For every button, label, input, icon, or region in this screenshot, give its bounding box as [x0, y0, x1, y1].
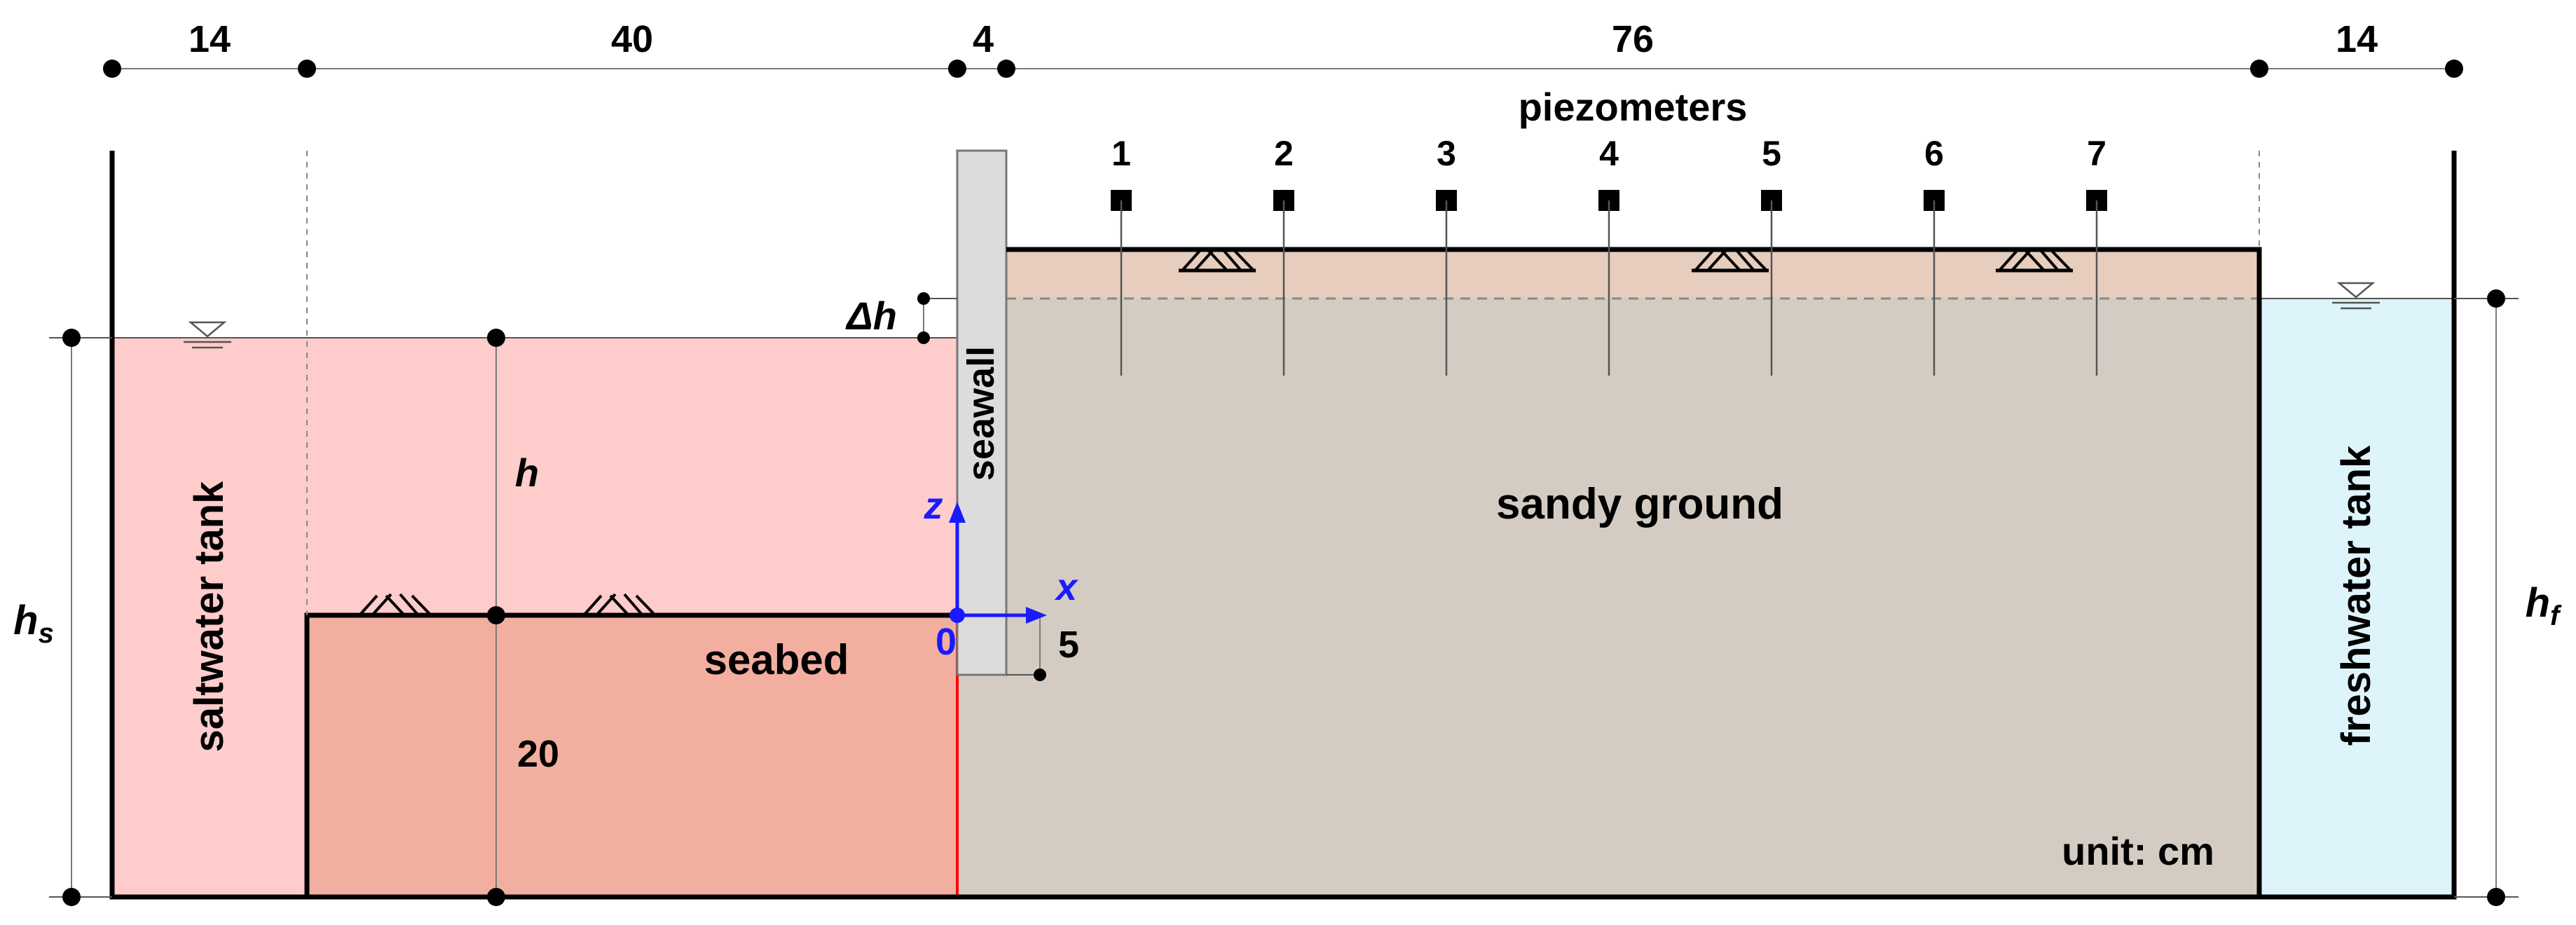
hf-bottom-point — [2487, 888, 2505, 906]
piezometer-3: 3 — [1436, 134, 1457, 376]
water-level-symbol-saltwater — [184, 321, 231, 349]
ground-symbol-sand-2 — [1692, 248, 1769, 273]
x-axis-label: x — [1054, 566, 1078, 608]
piezometer-number: 5 — [1762, 134, 1781, 173]
unit-label: unit: cm — [2062, 829, 2214, 873]
coordinate-axes — [949, 502, 1047, 624]
hs-bottom-point — [62, 888, 81, 906]
ground-symbol-sand-1 — [1179, 248, 1256, 273]
z-axis-label: z — [924, 485, 943, 527]
piezometer-number: 2 — [1274, 134, 1294, 173]
seawall-embedment-label: 5 — [1058, 624, 1079, 666]
tank-outline — [109, 151, 2457, 900]
piezometer-5: 5 — [1761, 134, 1782, 376]
seabed-label: seabed — [704, 636, 849, 683]
piezometer-number: 7 — [2087, 134, 2106, 173]
piezometer-group: 1 2 3 4 5 6 7 — [1111, 134, 2107, 376]
embedment-bottom-point — [1034, 669, 1046, 681]
piezometer-number: 6 — [1924, 134, 1944, 173]
seabed-region — [307, 615, 957, 897]
h-top-point — [487, 329, 505, 347]
piezometer-6: 6 — [1924, 134, 1945, 376]
piezometer-7: 7 — [2086, 134, 2107, 376]
sandy-ground-label: sandy ground — [1496, 480, 1783, 528]
ground-symbol-seabed-2 — [580, 593, 657, 617]
piezometer-4: 4 — [1598, 134, 1619, 376]
hf-label: hf — [2526, 580, 2562, 631]
freshwater-tank-region — [2259, 299, 2454, 897]
dim-saltwater-tank-width: 14 — [189, 18, 231, 60]
ground-symbol-seabed-1 — [356, 593, 433, 617]
piezometer-number: 3 — [1437, 134, 1456, 173]
delta-h-bottom-point — [917, 331, 930, 344]
water-level-symbol-freshwater — [2332, 282, 2380, 310]
seawall-label: seawall — [960, 346, 1002, 481]
origin-label: 0 — [936, 621, 957, 663]
hf-label-subscript: f — [2550, 601, 2562, 631]
piezometer-number: 4 — [1599, 134, 1619, 173]
hs-top-point — [62, 329, 81, 347]
freshwater-tank-label: freshwater tank — [2334, 445, 2379, 746]
hf-label-base: h — [2526, 580, 2550, 626]
hs-label-base: h — [13, 598, 38, 643]
sandy-ground-outline — [1006, 247, 2262, 897]
hf-top-point — [2487, 289, 2505, 308]
hs-label-subscript: s — [39, 618, 54, 649]
delta-h-label: Δh — [845, 294, 897, 338]
dim-seabed-length: 40 — [611, 18, 653, 60]
hs-label: hs — [13, 598, 54, 649]
piezometer-1: 1 — [1111, 134, 1132, 376]
seabed-height-label: 20 — [517, 733, 559, 775]
ground-symbol-sand-3 — [1996, 248, 2073, 273]
h-seabed-point — [487, 606, 505, 624]
piezometer-2: 2 — [1273, 134, 1294, 376]
piezometers-title: piezometers — [1519, 85, 1748, 129]
dim-sandy-ground-length: 76 — [1612, 18, 1654, 60]
seawall — [956, 149, 1008, 676]
delta-h-top-point — [917, 292, 930, 305]
saltwater-tank-label: saltwater tank — [186, 481, 232, 753]
piezometer-number: 1 — [1111, 134, 1131, 173]
top-dimension-points — [103, 60, 2463, 78]
h-bottom-point — [487, 888, 505, 906]
dim-seawall-thickness: 4 — [973, 18, 994, 60]
h-label: h — [515, 451, 539, 495]
dim-freshwater-tank-width: 14 — [2336, 18, 2378, 60]
